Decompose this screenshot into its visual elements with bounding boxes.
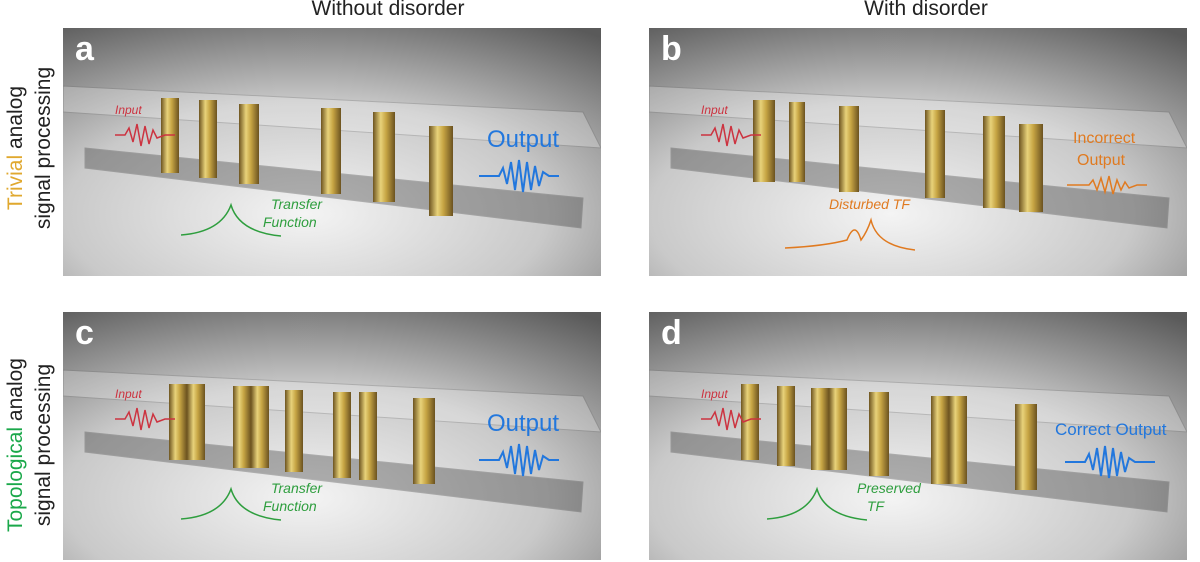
row-label-trivial-word: Trivial bbox=[4, 154, 27, 211]
input-label: Input bbox=[115, 387, 142, 401]
output-wave-icon bbox=[479, 159, 559, 193]
transfer-function-label-1: Transfer bbox=[271, 480, 323, 496]
row-label-topological: Topological analog signal processing bbox=[2, 335, 66, 555]
column-heading-with-disorder: With disorder bbox=[864, 0, 988, 20]
brass-rods bbox=[161, 98, 453, 216]
brass-rods bbox=[169, 384, 435, 484]
transfer-function-curve-icon bbox=[181, 202, 281, 237]
input-pulse-icon bbox=[115, 123, 175, 147]
brass-rods bbox=[753, 100, 1043, 212]
panel-label-a: a bbox=[75, 30, 94, 68]
transfer-function-curve-icon bbox=[181, 486, 281, 521]
panel-a-scene bbox=[63, 28, 601, 276]
preserved-tf-label-1: Preserved bbox=[857, 480, 921, 496]
transfer-function-label-1: Transfer bbox=[271, 196, 323, 212]
input-pulse-icon bbox=[115, 407, 175, 431]
disturbed-tf-curve-icon bbox=[785, 217, 915, 251]
row-label-topological-line2: signal processing bbox=[32, 363, 55, 527]
row-label-trivial-line2: signal processing bbox=[32, 66, 55, 230]
preserved-tf-curve-icon bbox=[767, 486, 867, 521]
panel-b: b Input Disturbed TF Incorrect Output bbox=[649, 28, 1187, 276]
column-heading-without-disorder: Without disorder bbox=[311, 0, 465, 20]
output-label: Output bbox=[487, 410, 560, 437]
panel-a: a Input Transfer Function Output bbox=[63, 28, 601, 276]
incorrect-output-wave-icon bbox=[1067, 175, 1147, 195]
row-label-trivial: Trivial analog signal processing bbox=[2, 38, 66, 258]
transfer-function-label-2: Function bbox=[263, 214, 317, 230]
panel-c: c Input Transfer Function Output bbox=[63, 312, 601, 560]
input-pulse-icon bbox=[701, 407, 761, 431]
preserved-tf-label-2: TF bbox=[867, 498, 885, 514]
output-label: Output bbox=[487, 126, 560, 153]
incorrect-output-label-1: Incorrect bbox=[1073, 130, 1136, 147]
brass-rods bbox=[741, 384, 1037, 490]
correct-output-wave-icon bbox=[1065, 445, 1155, 479]
row-label-trivial-rest: analog bbox=[4, 85, 27, 149]
input-label: Input bbox=[115, 103, 142, 117]
input-label: Input bbox=[701, 387, 728, 401]
disturbed-tf-label: Disturbed TF bbox=[829, 196, 910, 212]
panel-d: d Input Preserved TF Correct Output bbox=[649, 312, 1187, 560]
panel-d-scene bbox=[649, 312, 1187, 560]
row-label-topological-rest: analog bbox=[4, 358, 27, 422]
input-label: Input bbox=[701, 103, 728, 117]
output-wave-icon bbox=[479, 443, 559, 477]
panel-b-scene bbox=[649, 28, 1187, 276]
transfer-function-label-2: Function bbox=[263, 498, 317, 514]
panel-c-scene bbox=[63, 312, 601, 560]
correct-output-label: Correct Output bbox=[1055, 420, 1167, 439]
incorrect-output-label-2: Output bbox=[1077, 152, 1126, 169]
row-label-topological-word: Topological bbox=[4, 426, 27, 532]
input-pulse-icon bbox=[701, 123, 761, 147]
panel-label-c: c bbox=[75, 314, 94, 352]
panel-label-d: d bbox=[661, 314, 682, 352]
panel-label-b: b bbox=[661, 30, 682, 68]
